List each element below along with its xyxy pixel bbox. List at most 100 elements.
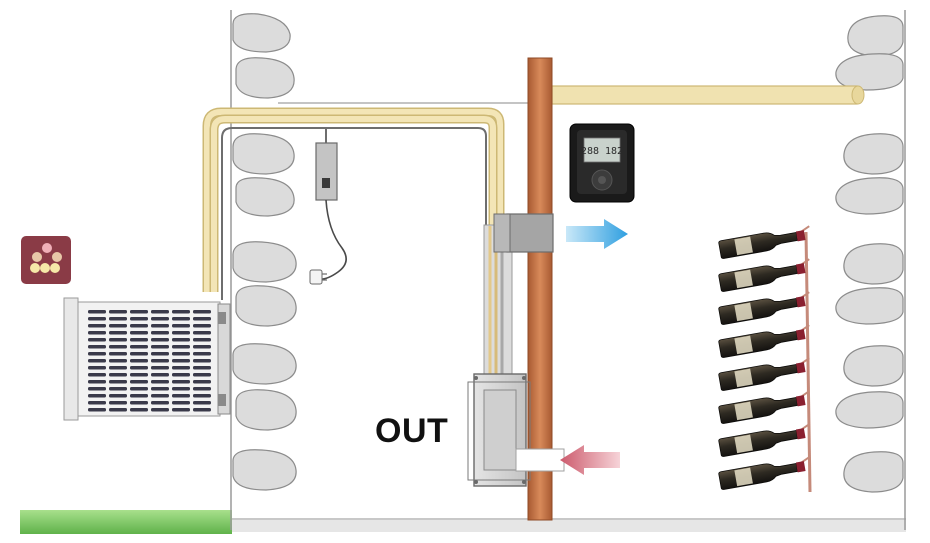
grille-slot	[88, 394, 106, 398]
grille-slot	[88, 352, 106, 356]
wine-bottle	[718, 225, 810, 259]
grille-slot	[109, 387, 127, 391]
wall-stone	[835, 53, 904, 91]
power-plug	[309, 269, 327, 285]
wall-stone	[843, 133, 904, 175]
grille-slot	[151, 359, 169, 363]
wall-stone	[843, 345, 904, 387]
grille-slot	[130, 373, 148, 377]
electrical-box-switch	[322, 178, 330, 188]
grille-slot	[109, 394, 127, 398]
controller-display-text: 288 182	[581, 146, 623, 157]
grille-slot	[130, 366, 148, 370]
grille-slot	[88, 310, 106, 314]
grille-slot	[109, 408, 127, 412]
grille-slot	[130, 394, 148, 398]
grille-slot	[130, 345, 148, 349]
grille-slot	[109, 359, 127, 363]
wine-bottle	[718, 390, 810, 424]
grille-slot	[193, 331, 211, 335]
wall-stone	[835, 177, 904, 215]
wall-stone	[235, 389, 297, 431]
grille-slot	[151, 366, 169, 370]
return-air-arrow	[560, 445, 620, 475]
wall-stone	[232, 241, 297, 283]
grille-slot	[109, 366, 127, 370]
grille-slot	[88, 408, 106, 412]
grille-slot	[130, 359, 148, 363]
grille-slot	[109, 373, 127, 377]
grille-slot	[172, 331, 190, 335]
ceiling-duct	[551, 85, 858, 105]
grille-slot	[130, 331, 148, 335]
grille-slot	[109, 345, 127, 349]
left-stone-wall	[232, 13, 297, 491]
grille-slot	[88, 338, 106, 342]
grille-slot	[130, 408, 148, 412]
grille-slot	[130, 310, 148, 314]
controller-screen	[583, 137, 621, 163]
grille-slot	[109, 310, 127, 314]
grille-slot	[172, 366, 190, 370]
wall-stone	[232, 133, 295, 175]
grille-slot	[172, 401, 190, 405]
grille-slot	[193, 387, 211, 391]
grille-slot	[88, 401, 106, 405]
grille-slot	[151, 345, 169, 349]
grille-slot	[193, 359, 211, 363]
grille-slot	[151, 338, 169, 342]
grille-slot	[151, 331, 169, 335]
out-label: OUT	[375, 412, 449, 450]
grille-slot	[109, 401, 127, 405]
grille-slot	[172, 352, 190, 356]
air-outlet-duct-lip	[493, 213, 511, 253]
grille-slot	[172, 408, 190, 412]
wine-bottle	[718, 423, 810, 457]
grille-slot	[109, 317, 127, 321]
outdoor-grass	[20, 510, 232, 534]
grille-slot	[172, 310, 190, 314]
wall-stone	[235, 177, 295, 217]
grille-slot	[151, 317, 169, 321]
grille-slot	[193, 366, 211, 370]
grille-slot	[88, 373, 106, 377]
grille-slot	[172, 338, 190, 342]
wine-bottle	[718, 456, 810, 490]
grille-slot	[151, 352, 169, 356]
grille-slot	[151, 324, 169, 328]
grille-slot	[109, 380, 127, 384]
grille-slot	[88, 317, 106, 321]
grille-slot	[151, 373, 169, 377]
grille-slot	[151, 394, 169, 398]
grille-slot	[193, 338, 211, 342]
grille-slot	[130, 380, 148, 384]
grille-slot	[109, 324, 127, 328]
wall-stone	[232, 13, 291, 53]
wine-bottle	[718, 357, 810, 391]
grille-slot	[151, 408, 169, 412]
wall-stone	[835, 391, 904, 429]
grille-slot	[109, 352, 127, 356]
grille-slot	[88, 380, 106, 384]
grille-slot	[172, 324, 190, 328]
wall-stone	[235, 57, 295, 99]
grille-slot	[88, 366, 106, 370]
cold-air-arrow	[566, 219, 628, 249]
electrical-box	[315, 142, 338, 201]
wine-rack-pole	[804, 231, 812, 493]
grille-slot	[88, 331, 106, 335]
grille-slot	[130, 324, 148, 328]
wall-stone	[843, 451, 904, 493]
grille-slot	[130, 317, 148, 321]
grille-slot	[172, 387, 190, 391]
wine-bottle	[718, 258, 810, 292]
wall-stone	[847, 15, 904, 57]
right-stone-wall	[835, 15, 904, 493]
grille-slot	[193, 401, 211, 405]
grille-slot	[151, 401, 169, 405]
grille-slot	[88, 359, 106, 363]
wall-stone	[835, 287, 904, 325]
grille-slot	[172, 345, 190, 349]
grille-slot	[172, 359, 190, 363]
grille-slot	[172, 317, 190, 321]
